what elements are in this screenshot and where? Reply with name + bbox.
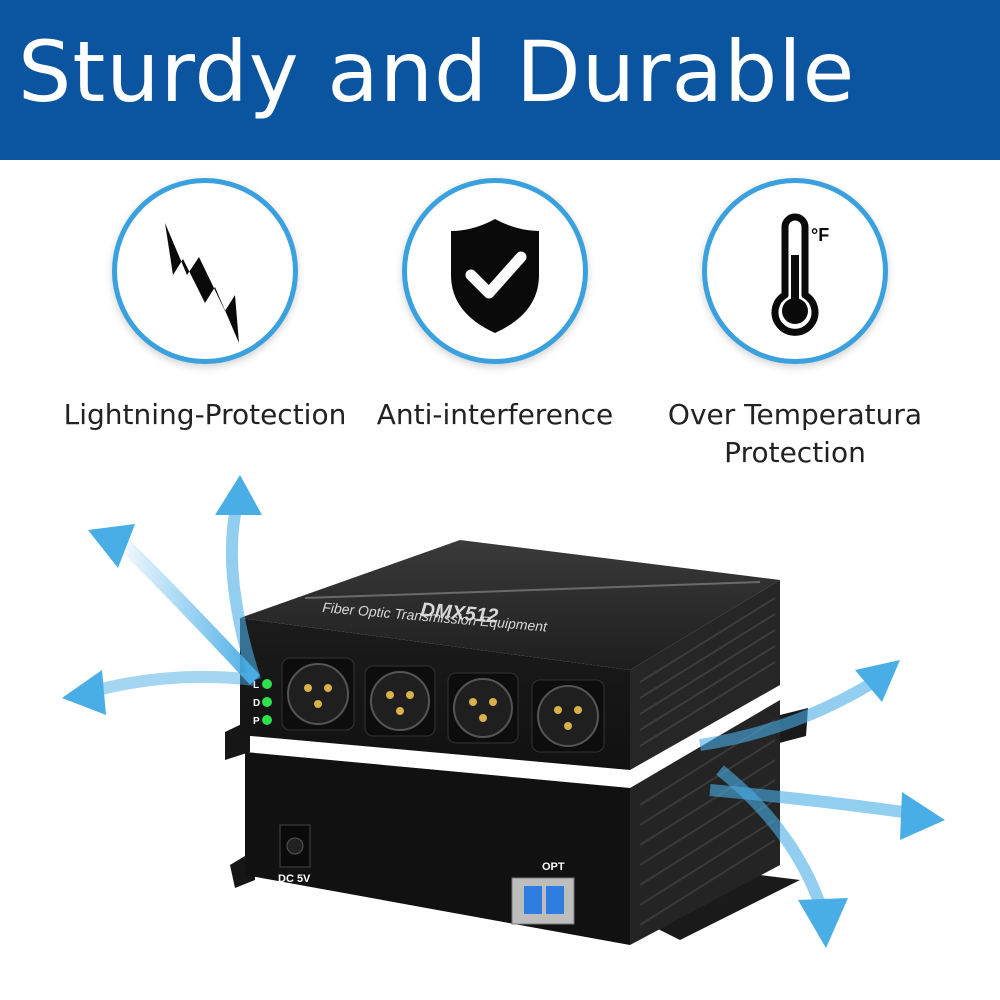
lightning-icon bbox=[165, 223, 239, 343]
feature-ring bbox=[112, 178, 298, 364]
feature-over-temperature: °F Over Temperatura Protection bbox=[645, 178, 945, 469]
port-label: D3 bbox=[475, 764, 488, 775]
feature-label: Anti-interference bbox=[376, 398, 614, 431]
feature-anti-interference: Anti-interference bbox=[345, 178, 645, 431]
power-jack: DC 5V bbox=[278, 824, 311, 885]
xlr-port-d4: D4 bbox=[531, 679, 605, 789]
airflow-arrow bbox=[716, 765, 828, 912]
airflow-arrow bbox=[225, 498, 261, 682]
power-label: DC 5V bbox=[278, 873, 311, 885]
led-indicator bbox=[262, 715, 272, 725]
side-fins bbox=[639, 597, 776, 747]
airflow-arrows bbox=[62, 475, 945, 948]
upper-unit-top bbox=[240, 540, 780, 670]
port-label: D1 bbox=[308, 742, 321, 753]
led-group: L D P bbox=[253, 679, 272, 727]
thermometer-icon: °F bbox=[771, 213, 829, 336]
header-banner: Sturdy and Durable bbox=[0, 0, 1000, 160]
feature-label: Over Temperatura Protection bbox=[667, 398, 923, 469]
side-fins bbox=[639, 719, 776, 926]
optical-label: OPT bbox=[542, 861, 565, 873]
port-label: D2 bbox=[392, 754, 405, 765]
feature-lightning: Lightning-Protection bbox=[55, 178, 355, 431]
feature-label: Lightning-Protection bbox=[63, 398, 347, 431]
xlr-port-d2: D2 bbox=[364, 665, 436, 765]
feature-ring: °F bbox=[702, 178, 888, 364]
upper-unit-side bbox=[630, 580, 780, 770]
sfp-module: OPT bbox=[511, 861, 575, 925]
temp-unit: °F bbox=[811, 225, 829, 245]
airflow-arrow bbox=[709, 784, 926, 821]
xlr-port-d3: D3 bbox=[447, 672, 519, 775]
shield-check-icon bbox=[451, 219, 539, 333]
led-indicator bbox=[262, 697, 272, 707]
banner-title: Sturdy and Durable bbox=[18, 23, 856, 121]
mount-ear bbox=[640, 875, 800, 940]
xlr-port-d1: D1 bbox=[281, 657, 355, 753]
airflow-arrow bbox=[699, 669, 889, 751]
airflow-arrow bbox=[88, 670, 256, 698]
feature-ring bbox=[402, 178, 588, 364]
led-label: D bbox=[253, 698, 260, 709]
device-illustration: DMX512 Fiber Optic Transmission Equipmen… bbox=[62, 475, 945, 948]
led-label: P bbox=[253, 716, 260, 727]
airflow-arrow bbox=[115, 535, 261, 685]
led-label: L bbox=[253, 680, 259, 691]
led-indicator bbox=[262, 679, 272, 689]
